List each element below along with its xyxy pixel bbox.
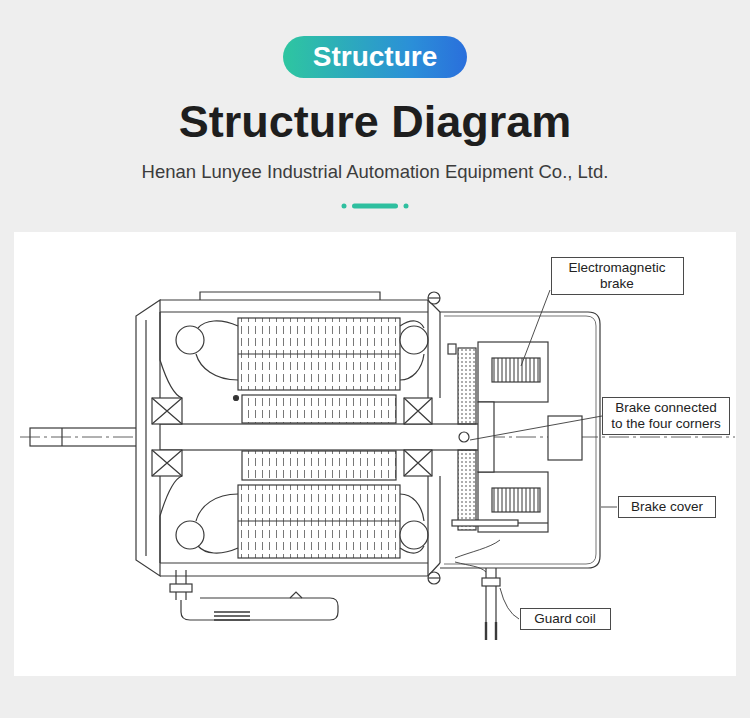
shaft bbox=[148, 424, 483, 450]
cable-gland bbox=[170, 584, 192, 592]
brake-coil bbox=[492, 488, 540, 512]
friction-disc bbox=[458, 348, 476, 424]
shaft-end bbox=[30, 428, 148, 446]
lead-ends bbox=[214, 612, 250, 620]
rotor-core bbox=[242, 451, 396, 480]
screw bbox=[428, 292, 440, 304]
mount-stud bbox=[448, 344, 456, 354]
winding-loop bbox=[400, 321, 424, 553]
right-end-shield bbox=[428, 300, 440, 576]
corner-bolt bbox=[452, 520, 518, 526]
callout-box: Brake cover bbox=[618, 496, 716, 518]
left-end-cap bbox=[136, 300, 160, 576]
bearing bbox=[404, 398, 432, 424]
end-winding bbox=[400, 326, 428, 354]
frame-rib bbox=[200, 292, 380, 300]
bearing-cross bbox=[404, 398, 432, 424]
stator-split bbox=[238, 353, 400, 354]
callout-box: Electromagnetic brake bbox=[551, 257, 684, 295]
winding-loop bbox=[196, 321, 238, 553]
ornament-dot bbox=[342, 204, 347, 209]
motor-drawing bbox=[20, 290, 735, 640]
bolt-thread bbox=[518, 522, 548, 523]
page-title: Structure Diagram bbox=[0, 96, 750, 148]
company-subtitle: Henan Lunyee Industrial Automation Equip… bbox=[0, 160, 750, 184]
shaft-pin bbox=[459, 432, 469, 442]
bearing-cross bbox=[404, 450, 432, 476]
cap-line bbox=[145, 320, 146, 556]
friction-disc bbox=[458, 450, 476, 530]
brake-cover-outline bbox=[440, 312, 600, 568]
part-label: Guard coil bbox=[527, 611, 604, 627]
stator-core bbox=[238, 318, 400, 390]
coil-lead bbox=[455, 540, 500, 572]
lead-ends bbox=[486, 622, 496, 640]
bearing bbox=[152, 450, 182, 476]
part-label: Brake cover bbox=[625, 499, 709, 515]
divider-ornament bbox=[342, 204, 409, 209]
end-winding bbox=[176, 521, 204, 549]
bearing bbox=[152, 398, 182, 424]
screw bbox=[428, 572, 440, 584]
frame bbox=[160, 300, 428, 576]
part-label: Brake connected to the four corners bbox=[609, 400, 723, 432]
screw-slot bbox=[428, 577, 440, 578]
leader-line bbox=[470, 416, 602, 440]
ornament-dot bbox=[404, 204, 409, 209]
bearing-cross bbox=[152, 450, 182, 476]
ornament-dash bbox=[352, 204, 398, 209]
callout-box: Guard coil bbox=[520, 608, 611, 630]
leader-line bbox=[521, 290, 550, 366]
stator-core bbox=[238, 485, 400, 558]
section-pill: Structure bbox=[283, 36, 467, 78]
rotor-key bbox=[234, 396, 239, 401]
shaft-step bbox=[61, 428, 62, 446]
end-shield bbox=[160, 312, 182, 563]
part-label: Electromagnetic brake bbox=[558, 260, 677, 292]
end-winding bbox=[176, 326, 204, 354]
lead-cable bbox=[181, 598, 338, 620]
bearing bbox=[404, 450, 432, 476]
screw-slot bbox=[428, 297, 440, 298]
leader-line bbox=[601, 507, 617, 508]
brake-coil bbox=[492, 358, 540, 382]
brake-magnet bbox=[478, 342, 548, 402]
brake-cover-inner bbox=[444, 316, 596, 564]
cable-clip bbox=[290, 592, 302, 598]
diagram-panel bbox=[14, 232, 736, 676]
stator-split bbox=[238, 520, 400, 521]
section-heading: Structure bbox=[313, 41, 437, 73]
leader-line bbox=[500, 588, 519, 619]
cable-gland bbox=[482, 578, 500, 586]
callout-box: Brake connected to the four corners bbox=[602, 397, 730, 435]
rotor-core bbox=[242, 395, 396, 423]
end-winding bbox=[400, 521, 428, 549]
shield-edge bbox=[428, 300, 440, 576]
bearing-cross bbox=[152, 398, 182, 424]
